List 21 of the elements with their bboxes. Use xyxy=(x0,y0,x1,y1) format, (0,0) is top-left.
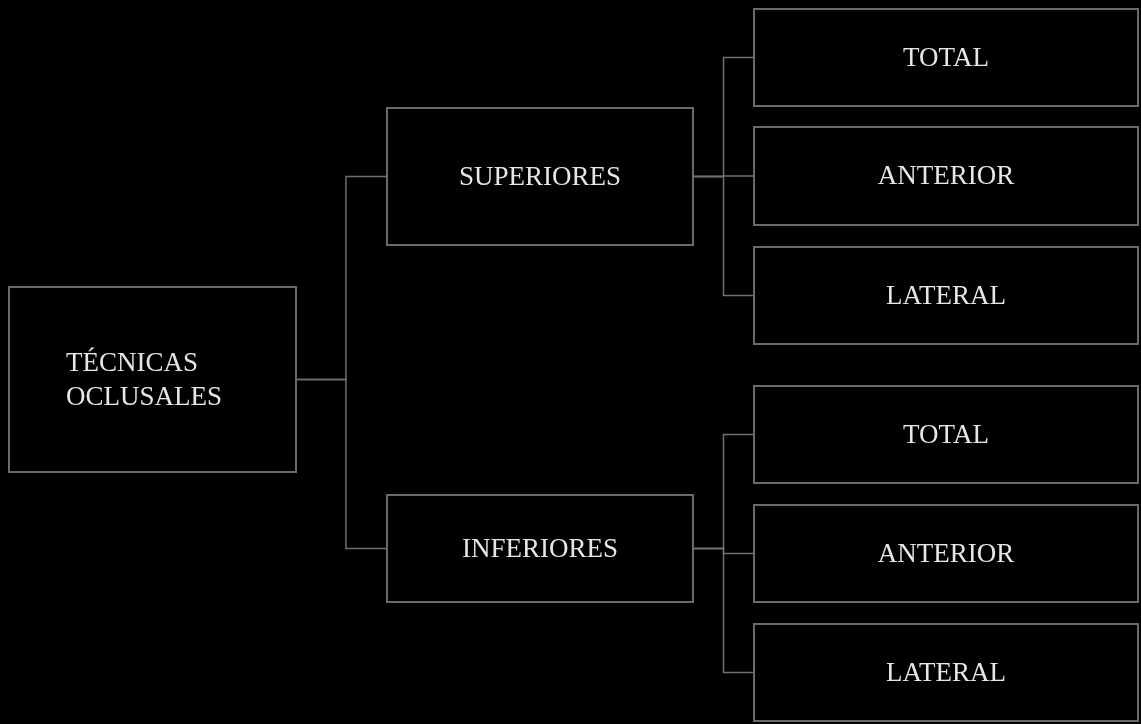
category-box xyxy=(386,494,694,603)
box-label: TOTAL xyxy=(903,40,989,74)
connector-line xyxy=(296,378,387,550)
box-label: SUPERIORES xyxy=(458,159,621,193)
box-label: ANTERIOR xyxy=(877,159,1015,193)
connector-line xyxy=(693,175,754,297)
category-box xyxy=(753,126,1139,226)
category-box xyxy=(753,8,1139,107)
box-label: TOTAL xyxy=(903,417,989,451)
category-box xyxy=(386,107,694,246)
category-box xyxy=(753,504,1139,603)
box-label: LATERAL xyxy=(886,278,1006,312)
category-box xyxy=(753,623,1139,722)
box-label: LATERAL xyxy=(886,655,1006,689)
category-box xyxy=(753,246,1139,345)
box-label: ANTERIOR xyxy=(877,536,1015,570)
category-box xyxy=(753,385,1139,484)
category-box xyxy=(8,286,297,473)
box-label: TÉCNICAS OCLUSALES xyxy=(66,345,223,413)
box-label: INFERIORES xyxy=(462,531,618,565)
connector-line xyxy=(693,547,754,674)
